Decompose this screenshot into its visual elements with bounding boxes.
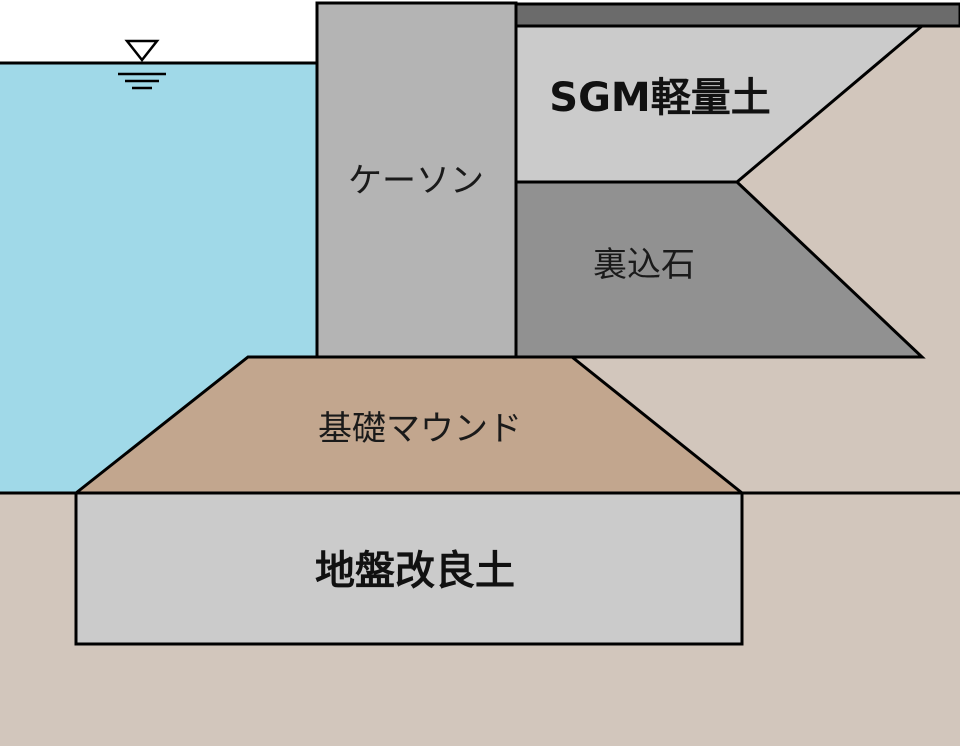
backfill-stone-label: 裏込石 [593, 245, 695, 285]
caisson-body [315, 1, 518, 359]
water-level-triangle-icon [118, 39, 166, 90]
sgm-lightweight-soil-label: SGM軽量土 [549, 75, 770, 121]
caisson-label: ケーソン [348, 161, 484, 201]
foundation-mound-label: 基礎マウンド [318, 409, 522, 449]
pavement-cap-strip [514, 2, 960, 28]
ground-improvement-soil-label: 地盤改良土 [315, 548, 515, 594]
